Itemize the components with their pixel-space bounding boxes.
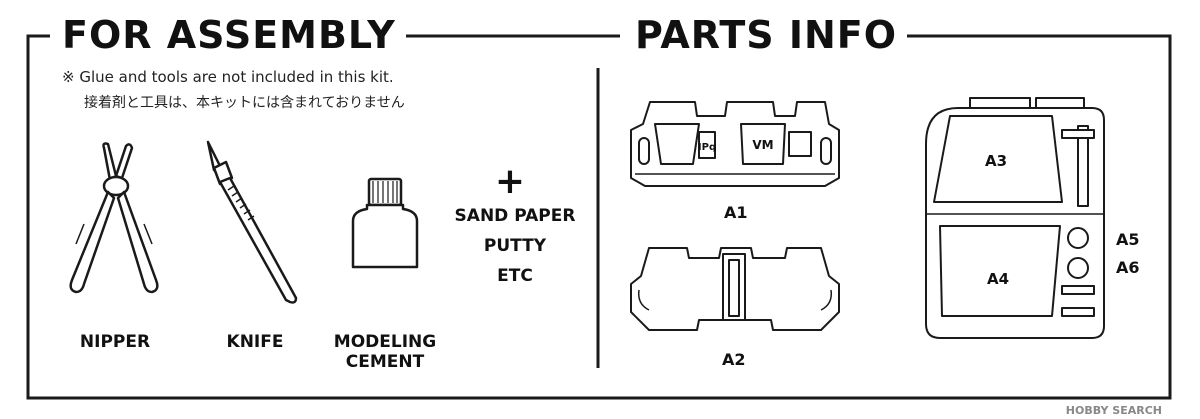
part-a1-mark-right: VM	[752, 138, 773, 152]
tool-label-cement-line2: CEMENT	[345, 352, 425, 372]
part-label-a6: A6	[1116, 258, 1140, 277]
tool-label-knife: KNIFE	[226, 332, 284, 352]
tool-label-cement-line1: MODELING	[333, 332, 437, 352]
extra-etc: ETC	[497, 266, 533, 286]
part-label-a5: A5	[1116, 230, 1140, 249]
part-label-a1: A1	[724, 203, 748, 222]
part-label-a2: A2	[722, 350, 746, 369]
parts-info-title: PARTS INFO	[625, 13, 908, 57]
note-english: ※ Glue and tools are not included in thi…	[62, 68, 394, 86]
sprue-drawing: A3 A4	[925, 97, 1105, 339]
note-japanese: 接着剤と工具は、本キットには含まれておりません	[84, 95, 405, 111]
nipper-icon	[69, 142, 159, 294]
tool-label-nipper: NIPPER	[79, 332, 151, 352]
part-a1-mark-left: IPq	[698, 142, 716, 153]
assembly-title: FOR ASSEMBLY	[52, 13, 406, 57]
watermark: HOBBY SEARCH	[1065, 404, 1162, 417]
part-a1-drawing: IPq VM	[630, 101, 840, 187]
extra-putty: PUTTY	[483, 236, 547, 256]
part-label-a4: A4	[987, 270, 1009, 288]
plus-icon: +	[494, 161, 526, 202]
part-a2-drawing	[630, 247, 840, 331]
knife-icon	[206, 140, 298, 304]
cement-bottle-icon	[351, 177, 419, 269]
extra-sand-paper: SAND PAPER	[454, 206, 576, 226]
part-label-a3: A3	[985, 152, 1007, 170]
